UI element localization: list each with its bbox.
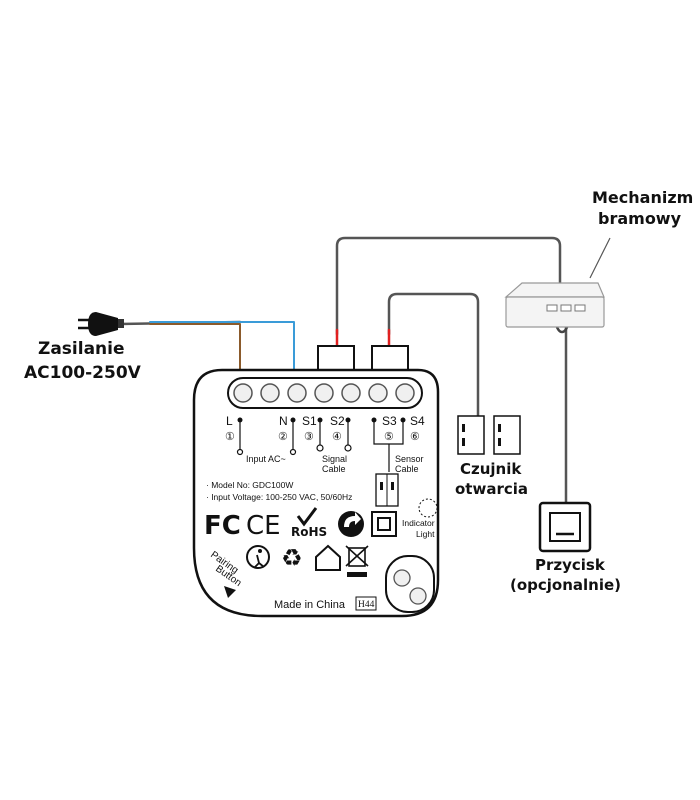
wall-button-icon — [538, 501, 592, 553]
neutral-wire — [149, 321, 295, 385]
terminal-num-5: ⑤ — [384, 431, 394, 443]
wires — [116, 236, 572, 504]
power-label-line2: AC100-250V — [24, 363, 142, 383]
terminal-L: L — [226, 414, 233, 428]
fc-logo: FC — [204, 511, 241, 541]
button-label-line2: (opcjonalnie) — [510, 576, 621, 594]
recycle-person-icon — [246, 545, 270, 569]
sensor-wire — [387, 292, 480, 422]
square-box-icon — [371, 511, 397, 537]
controller-module — [192, 368, 440, 618]
model-number: · Model No: GDC100W — [206, 480, 293, 490]
terminal-num-3: ③ — [304, 431, 314, 443]
rohs-logo: RoHS — [291, 507, 327, 539]
recycle-arrow-icon — [338, 511, 364, 537]
pairing-arrow-icon — [224, 586, 236, 598]
terminal-num-6: ⑥ — [410, 431, 420, 443]
gate-signal-wire — [335, 236, 562, 336]
door-sensor-icon — [457, 415, 521, 455]
button-label-line1: Przycisk — [535, 556, 606, 574]
terminal-S3: S3 — [382, 414, 397, 428]
sensor-label-1: Sensor — [395, 454, 424, 464]
signal-label-1: Signal — [322, 454, 347, 464]
terminal-num-2: ② — [278, 431, 288, 443]
terminal-num-4: ④ — [332, 431, 342, 443]
live-wire — [149, 323, 241, 385]
svg-text:RoHS: RoHS — [291, 525, 327, 539]
sensor-label-2: Cable — [395, 464, 419, 474]
terminal-S2: S2 — [330, 414, 345, 428]
crossed-bin-icon — [345, 545, 369, 577]
indicator-light — [418, 498, 438, 518]
plug-icon — [78, 312, 124, 336]
signal-label-2: Cable — [322, 464, 346, 474]
input-voltage: · Input Voltage: 100-250 VAC, 50/60Hz — [206, 492, 352, 502]
code-label: H44 — [358, 600, 375, 610]
input-ac-label: Input AC~ — [246, 454, 286, 464]
terminal-num-1: ① — [225, 431, 235, 443]
made-in-label: Made in China — [274, 599, 346, 611]
terminal-N: N — [279, 414, 288, 428]
terminal-S1: S1 — [302, 414, 317, 428]
gate-label-line1: Mechanizm — [592, 188, 693, 207]
sensor-mini-icon — [375, 473, 399, 507]
ce-logo: CE — [246, 511, 281, 541]
gate-label-line2: bramowy — [598, 209, 682, 228]
gate-callout-line — [589, 237, 611, 279]
svg-text:♻: ♻ — [281, 544, 303, 572]
mounting-slot — [385, 555, 435, 613]
terminal-screws — [233, 383, 415, 403]
recycle-icon: ♻ — [281, 544, 303, 572]
house-icon — [315, 544, 341, 571]
sensor-label-line2: otwarcia — [455, 480, 528, 498]
power-label-line1: Zasilanie — [38, 339, 125, 359]
indicator-label-1: Indicator — [402, 518, 435, 528]
sensor-label-line1: Czujnik — [460, 460, 522, 478]
gate-opener-icon — [504, 282, 605, 328]
terminal-S4: S4 — [410, 414, 425, 428]
indicator-label-2: Light — [416, 529, 435, 539]
